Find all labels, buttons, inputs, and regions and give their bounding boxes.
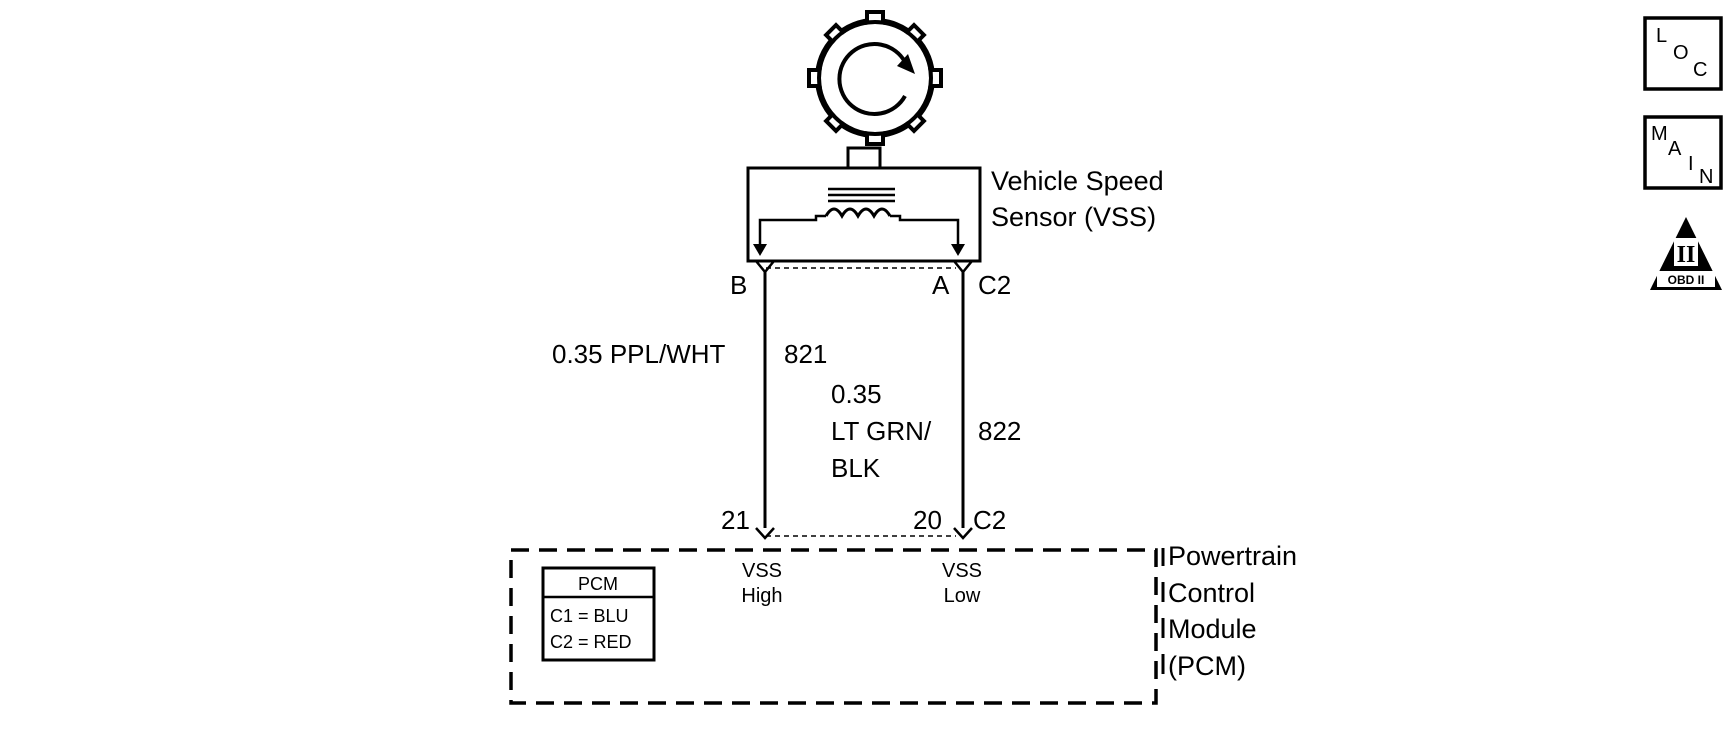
pcm-outline	[509, 548, 1158, 705]
location-icon[interactable]: L O C	[1643, 16, 1723, 91]
pcm-connector-id: C2	[973, 505, 1006, 535]
sensor-pin-a: A	[932, 270, 950, 300]
wire-right-color-line2: BLK	[831, 453, 881, 483]
wire-left-size-color: 0.35 PPL/WHT	[552, 339, 726, 369]
svg-text:(PCM): (PCM)	[1168, 651, 1246, 681]
term-vss-high-line2: High	[741, 585, 782, 607]
pcm-terminal-21	[755, 527, 775, 540]
wire-right-size: 0.35	[831, 379, 882, 409]
legend-c1: C1 = BLU	[550, 606, 629, 626]
legend-title: PCM	[578, 574, 618, 594]
svg-text:Module: Module	[1168, 614, 1257, 644]
pcm-pin-20: 20	[913, 505, 942, 535]
pcm-name: Powertrain Control Module (PCM)	[1161, 541, 1297, 681]
svg-text:C: C	[1693, 59, 1707, 81]
sensor-name-line2: Sensor (VSS)	[991, 202, 1156, 232]
term-vss-low-line2: Low	[944, 585, 981, 607]
term-vss-high-line1: VSS	[742, 560, 782, 582]
main-icon[interactable]: M A I N	[1643, 115, 1723, 190]
obd-text: OBD II	[1668, 273, 1705, 287]
sensor-terminal-a	[953, 260, 973, 274]
obd-numeral: II	[1677, 242, 1696, 268]
svg-text:N: N	[1699, 166, 1713, 188]
svg-text:I: I	[1688, 153, 1694, 175]
pcm-pin-21: 21	[721, 505, 750, 535]
sensor-pin-b: B	[730, 270, 747, 300]
pcm-terminal-20	[953, 527, 973, 540]
term-vss-low-line1: VSS	[942, 560, 982, 582]
legend-c2: C2 = RED	[550, 632, 632, 652]
coil-icon	[753, 187, 965, 256]
svg-text:Powertrain: Powertrain	[1168, 541, 1297, 571]
sensor-terminal-b	[755, 260, 775, 274]
svg-text:O: O	[1673, 42, 1689, 64]
obd-ii-icon[interactable]: II OBD II	[1650, 217, 1722, 290]
svg-text:L: L	[1656, 25, 1667, 47]
wire-left-circuit: 821	[784, 339, 827, 369]
svg-text:M: M	[1651, 123, 1668, 145]
reluctor-wheel-icon	[807, 10, 943, 146]
wire-right-circuit: 822	[978, 416, 1021, 446]
pcm-connector-legend: PCM C1 = BLU C2 = RED	[541, 566, 656, 662]
sensor-name-line1: Vehicle Speed	[991, 166, 1164, 196]
wire-right-color-line1: LT GRN/	[831, 416, 932, 446]
sensor-connector-id: C2	[978, 270, 1011, 300]
svg-text:Control: Control	[1168, 578, 1255, 608]
svg-text:A: A	[1668, 138, 1682, 160]
vehicle-speed-sensor	[746, 146, 982, 263]
